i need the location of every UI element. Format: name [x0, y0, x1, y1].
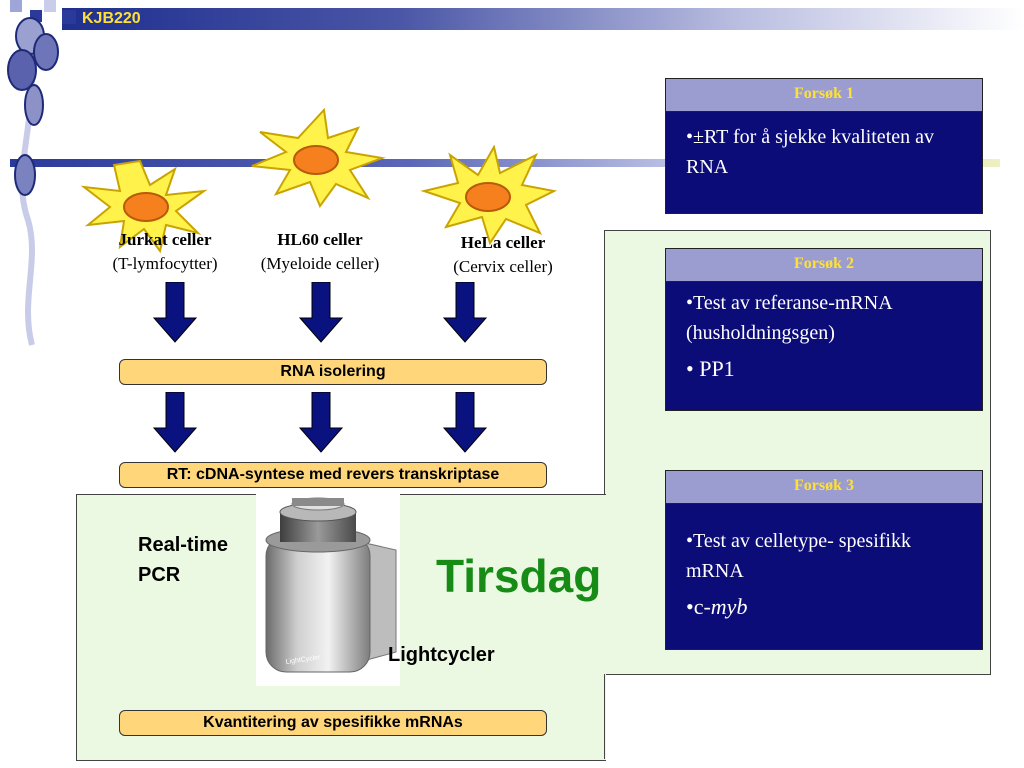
experiment-title: Forsøk 3 [666, 471, 982, 504]
cell-type: (Myeloide celler) [260, 254, 380, 273]
down-arrow-icon [442, 282, 488, 343]
quantification-bar: Kvantitering av spesifikke mRNAs [119, 710, 547, 736]
experiment-body: •±RT for å sjekke kvaliteten av RNA [686, 126, 934, 178]
experiment-item: •c-myb [686, 592, 970, 622]
item-bullet: • [686, 356, 700, 381]
cell-type: (Cervix celler) [453, 257, 553, 276]
item-text: PP1 [699, 356, 735, 381]
experiment-body: •Test av referanse-mRNA (husholdningsgen… [686, 292, 892, 344]
device-brand-text: LightCycler [285, 654, 321, 666]
cell-name: HL60 celler [277, 230, 363, 249]
lightcycler-image: LightCycler [256, 492, 400, 686]
down-arrow-icon [298, 282, 344, 343]
experiment-box-2: Forsøk 2 •Test av referanse-mRNA (hushol… [665, 248, 983, 411]
realtime-line2: PCR [138, 564, 181, 586]
cell-label-jurkat: Jurkat celler (T-lymfocytter) [100, 228, 230, 276]
item-text: myb [710, 594, 748, 619]
item-bullet: •c- [686, 594, 711, 619]
slide-header-title: KJB220 [82, 10, 141, 27]
realtime-line1: Real-time [138, 534, 229, 556]
experiment-content: •Test av celletype- spesifikk mRNA •c-my… [666, 504, 982, 622]
jurkat-cell-icon [80, 159, 208, 254]
cell-type: (T-lymfocytter) [112, 254, 218, 273]
cell-label-hela: HeLa celler (Cervix celler) [438, 231, 568, 279]
experiment-box-1: Forsøk 1 •±RT for å sjekke kvaliteten av… [665, 78, 983, 214]
decorative-beads [7, 0, 76, 346]
hl60-cell-icon [251, 108, 386, 208]
cell-name: Jurkat celler [118, 230, 212, 249]
experiment-body: •Test av celletype- spesifikk mRNA [686, 530, 911, 582]
experiment-title: Forsøk 1 [666, 79, 982, 112]
cell-name: HeLa celler [460, 233, 546, 252]
experiment-item: • PP1 [686, 354, 970, 384]
divider-line [10, 159, 1000, 167]
experiment-title: Forsøk 2 [666, 249, 982, 282]
rt-cdna-synthesis-bar: RT: cDNA-syntese med revers transkriptas… [119, 462, 547, 488]
lightcycler-device-icon: LightCycler [265, 497, 397, 673]
header-bar [62, 8, 1024, 30]
down-arrow-icon [298, 392, 344, 453]
day-label: Tirsdag [436, 550, 602, 602]
realtime-pcr-label: Real-time PCR [138, 530, 228, 590]
down-arrow-icon [152, 392, 198, 453]
lightcycler-label: Lightcycler [388, 644, 495, 666]
experiment-box-3: Forsøk 3 •Test av celletype- spesifikk m… [665, 470, 983, 650]
down-arrow-icon [152, 282, 198, 343]
rna-isolation-bar: RNA isolering [119, 359, 547, 385]
experiment-content: •Test av referanse-mRNA (husholdningsgen… [666, 282, 982, 384]
cell-label-hl60: HL60 celler (Myeloide celler) [245, 228, 395, 276]
hela-cell-icon [420, 145, 558, 245]
down-arrow-icon [442, 392, 488, 453]
